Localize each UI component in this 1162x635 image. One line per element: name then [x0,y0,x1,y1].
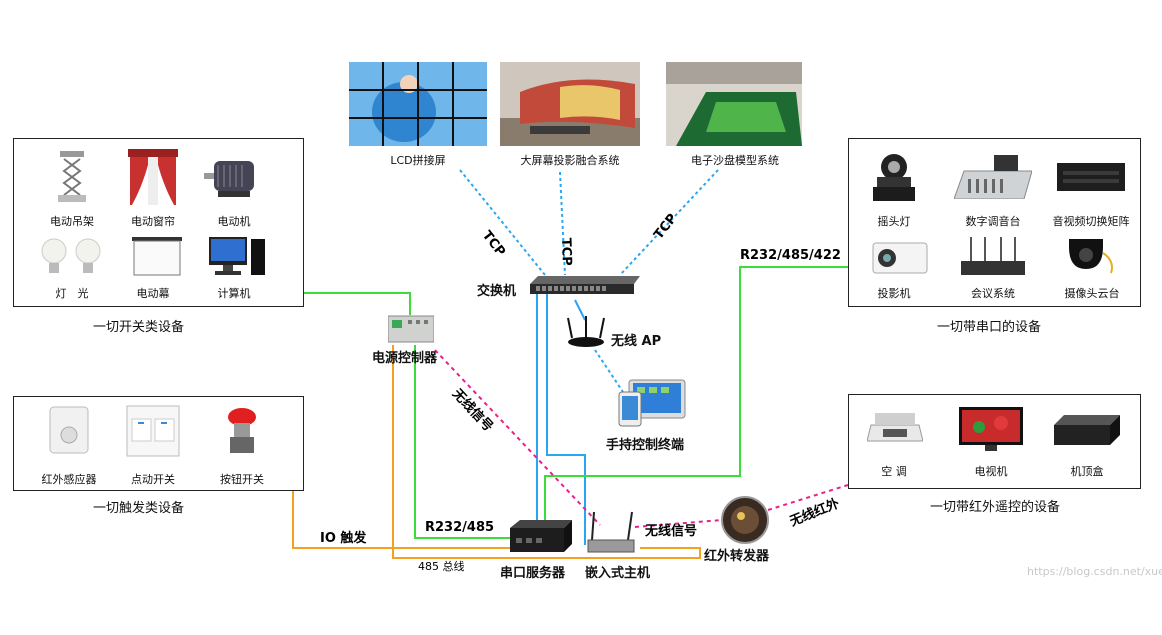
switch-item-label: 计算机 [217,287,251,300]
bus-485-link [392,345,701,559]
switch-ap-link [574,299,586,321]
network-switch-icon [530,274,640,296]
r232-485-422-link [544,266,848,520]
trigger-item-label: 红外感应器 [41,473,97,486]
wifi-ap-label: 无线 AP [611,334,662,349]
switch-host-link [546,290,586,545]
moving-head-light-icon [871,151,917,203]
wireless-signal-link-1 [434,349,601,526]
motor-icon [204,153,264,201]
ir-forwarder-icon [721,496,769,544]
set-top-box-icon [1054,413,1120,449]
wifi-ap-icon [566,316,606,348]
av-matrix-icon [1057,159,1125,195]
r232-485-link [414,345,515,539]
switch-devices-caption: 一切开关类设备 [93,320,185,335]
projection-fusion-image [500,62,640,146]
switch-devices-box: 电动吊架 电动窗帘 电动机 灯 光 电动幕 计算机 [13,138,304,307]
wireless-ir-link [767,484,849,511]
switch-item-label: 电动吊架 [50,215,94,228]
push-switch-icon [126,405,180,457]
serial-server-label: 串口服务器 [500,566,566,581]
power-controller-icon [387,314,435,344]
serial-item-label: 摇头灯 [877,215,911,228]
watermark: https://blog.csdn.net/xue [1027,565,1162,578]
curtain-icon [128,149,178,205]
wireless-signal-link-2 [634,519,723,528]
air-conditioner-icon [866,411,924,451]
ir-item-label: 空 调 [881,465,907,478]
handheld-terminal-icon [615,378,691,428]
lcd-wall-image [349,62,487,146]
projection-screen-icon [132,237,182,277]
switch-item-label: 灯 光 [55,287,89,300]
wireless-signal-label-2: 无线信号 [644,523,697,539]
serial-devices-box: 摇头灯 数字调音台 音视频切换矩阵 投影机 会议系统 摄像头云台 [848,138,1141,307]
switch-item-label: 电动机 [217,215,251,228]
embedded-host-label: 嵌入式主机 [585,566,651,581]
switch-devices-link [304,292,411,315]
serial-server-icon [510,518,572,554]
ir-item-label: 机顶盒 [1070,465,1104,478]
tv-icon [959,407,1023,453]
sandbox-model-image [666,62,802,146]
trigger-devices-box: 红外感应器 点动开关 按钮开关 [13,396,304,491]
lcd-wall-label: LCD拼接屏 [390,154,446,167]
embedded-host-icon [586,510,636,554]
io-trigger-link [292,491,515,549]
ptz-camera-icon [1063,233,1121,277]
wireless-signal-label-1: 无线信号 [448,385,496,435]
tcp-label-2: TCP [558,238,574,266]
bus-485-label: 485 总线 [418,559,465,573]
button-switch-icon [222,405,262,457]
wireless-ir-label: 无线红外 [787,495,842,530]
power-controller-label: 电源控制器 [372,351,438,366]
computer-icon [209,235,267,279]
ir-devices-box: 空 调 电视机 机顶盒 [848,394,1141,489]
tcp-link-lcd [459,169,546,276]
tcp-link-projection [559,171,566,276]
trigger-devices-caption: 一切触发类设备 [93,501,185,516]
handheld-label: 手持控制终端 [606,438,685,453]
tcp-label-1: TCP [479,228,508,259]
serial-item-label: 音视频切换矩阵 [1052,215,1130,228]
serial-item-label: 数字调音台 [965,215,1021,228]
projector-icon [871,237,929,277]
switch-item-label: 电动幕 [136,287,170,300]
switch-label: 交换机 [477,284,517,299]
serial-devices-caption: 一切带串口的设备 [937,320,1042,335]
conference-system-icon [961,233,1025,277]
projection-fusion-label: 大屏幕投影融合系统 [520,154,620,167]
switch-item-label: 电动窗帘 [131,215,175,228]
electric-lift-icon [52,151,92,203]
audio-mixer-icon [953,153,1033,200]
ir-forwarder-label: 红外转发器 [704,549,770,564]
ir-sensor-icon [46,405,92,455]
ir-item-label: 电视机 [974,465,1008,478]
serial-item-label: 摄像头云台 [1064,287,1120,300]
light-bulb-icon [38,235,108,279]
r232-485-label: R232/485 [425,520,494,535]
serial-item-label: 投影机 [877,287,911,300]
serial-item-label: 会议系统 [971,287,1015,300]
io-trigger-label: IO 触发 [320,530,367,546]
trigger-item-label: 按钮开关 [220,473,264,486]
trigger-item-label: 点动开关 [131,473,175,486]
sandbox-model-label: 电子沙盘模型系统 [691,154,779,167]
r232-485-422-label: R232/485/422 [740,248,841,263]
ir-devices-caption: 一切带红外遥控的设备 [930,500,1061,515]
